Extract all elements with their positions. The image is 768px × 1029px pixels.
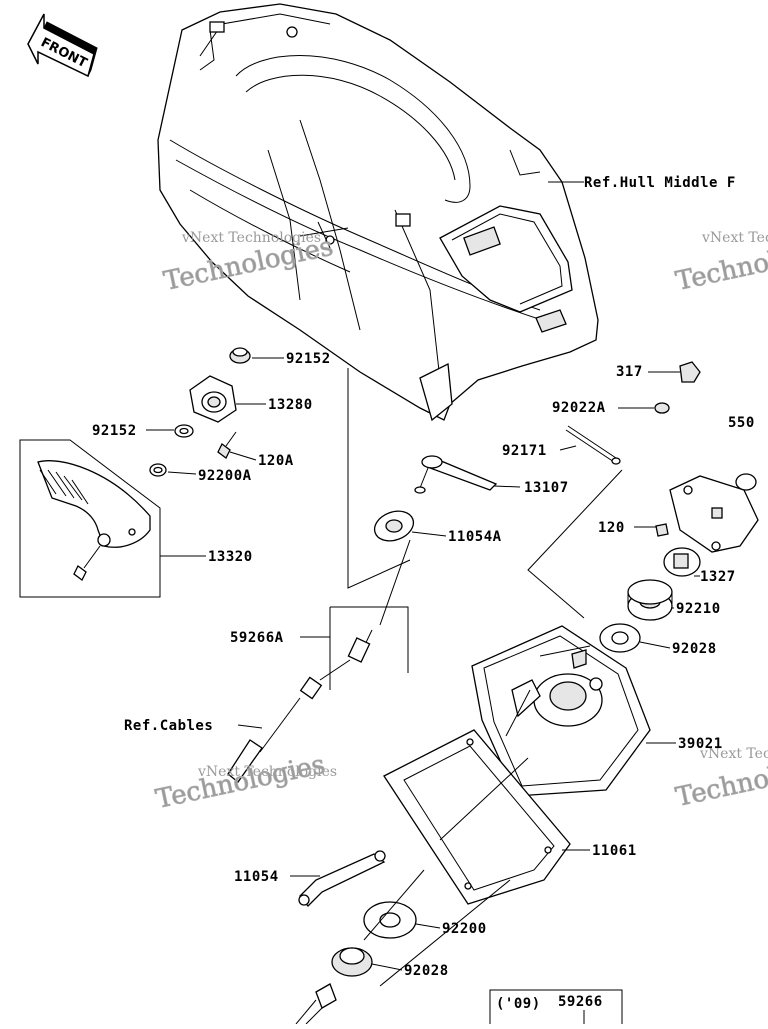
label-92152-left: 92152 — [92, 423, 137, 439]
label-59266A: 59266A — [230, 630, 284, 646]
label-317: 317 — [616, 364, 643, 380]
ref-hull-label: Ref.Hull Middle F — [584, 175, 736, 191]
label-92028-bottom: 92028 — [404, 963, 449, 979]
label-11054: 11054 — [234, 869, 279, 885]
label-1327: 1327 — [700, 569, 736, 585]
label-92022A: 92022A — [552, 400, 606, 416]
label-120A: 120A — [258, 453, 294, 469]
label-92210: 92210 — [676, 601, 721, 617]
label-550: 550 — [728, 415, 755, 431]
label-92200A: 92200A — [198, 468, 252, 484]
label-120: 120 — [598, 520, 625, 536]
label-92028-right: 92028 — [672, 641, 717, 657]
front-direction-tag: FRONT — [27, 13, 98, 78]
hardware-parts — [149, 347, 759, 783]
label-11054A: 11054A — [448, 529, 502, 545]
bottom-parts — [295, 850, 511, 1025]
label-92152-top: 92152 — [286, 351, 331, 367]
year-box: ('09) 59266 — [489, 989, 623, 1029]
label-39021: 39021 — [678, 736, 723, 752]
watermark-2: vNext Technologies — [701, 230, 768, 246]
label-13107: 13107 — [524, 480, 569, 496]
gasket-11061 — [383, 729, 571, 905]
label-13320: 13320 — [208, 549, 253, 565]
label-13280: 13280 — [268, 397, 313, 413]
watermark-4: vNext Technologies — [699, 746, 768, 762]
ref-cables-label: Ref.Cables — [124, 718, 213, 734]
filler-assembly-39021 — [471, 625, 651, 797]
label-92200: 92200 — [442, 921, 487, 937]
year-box-year: ('09) — [496, 996, 541, 1012]
hull-middle-body — [157, 3, 599, 422]
watermark-1: vNext Technologies — [181, 230, 321, 246]
label-92171: 92171 — [502, 443, 547, 459]
label-11061: 11061 — [592, 843, 637, 859]
watermark-3: vNext Technologies — [197, 764, 337, 780]
inset-13320 — [19, 439, 161, 598]
year-box-part: 59266 — [558, 994, 603, 1010]
leader-lines — [146, 181, 700, 971]
